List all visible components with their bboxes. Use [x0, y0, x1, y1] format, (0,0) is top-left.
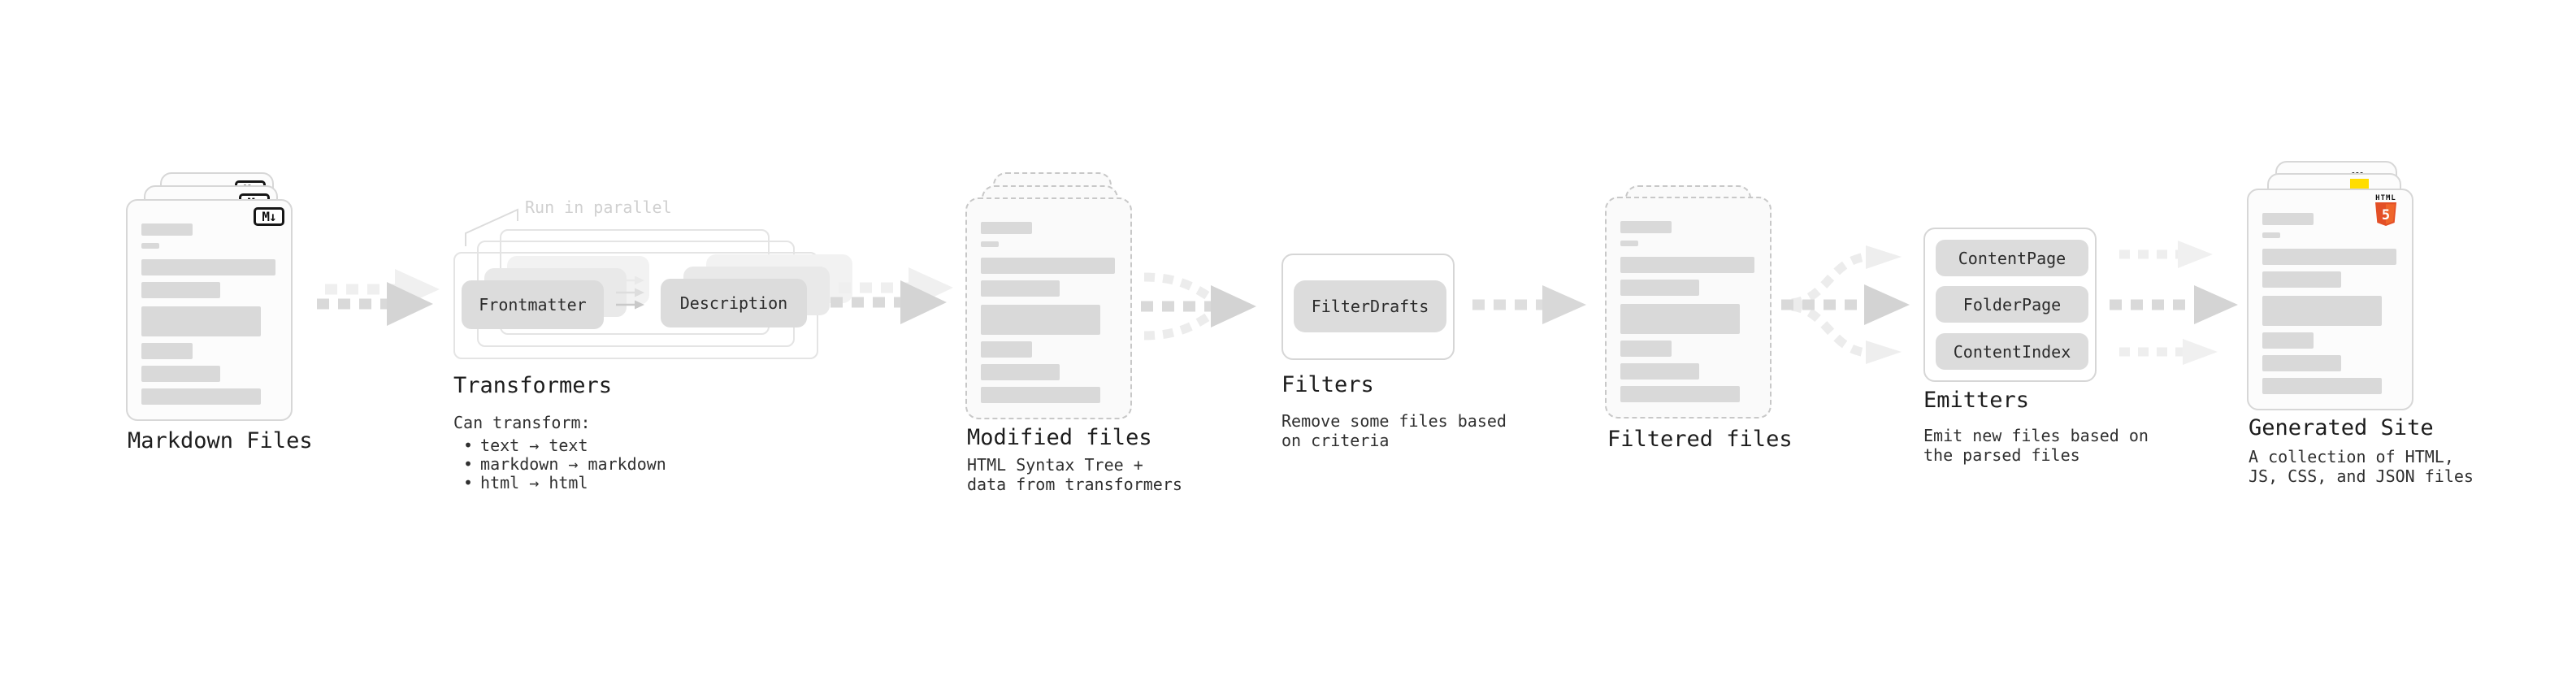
- desc-line: HTML Syntax Tree +: [967, 455, 1143, 475]
- generated-site-desc: A collection of HTML, JS, CSS, and JSON …: [2249, 447, 2474, 486]
- desc-line: Emit new files based on: [1923, 426, 2149, 445]
- html-file-card-front: HTML 5: [2247, 189, 2413, 410]
- bullet-item: •html → html: [463, 473, 588, 492]
- bullet-item: •text → text: [463, 436, 588, 455]
- document-content-bars: [2249, 190, 2412, 409]
- desc-line: Remove some files based: [1281, 411, 1507, 431]
- svg-text:5: 5: [2382, 207, 2390, 223]
- filters-desc: Remove some files based on criteria: [1281, 411, 1507, 450]
- modified-files-title: Modified files: [967, 425, 1152, 450]
- contentindex-node-label: ContentIndex: [1953, 341, 2071, 362]
- transformers-bullet-list: •text → text •markdown → markdown •html …: [463, 436, 666, 492]
- filters-title: Filters: [1281, 372, 1374, 397]
- document-content-bars: [128, 201, 291, 419]
- contentpage-node-label: ContentPage: [1958, 248, 2066, 268]
- document-content-bars: [1607, 198, 1770, 417]
- desc-line: the parsed files: [1923, 445, 2080, 465]
- emitters-desc: Emit new files based on the parsed files: [1923, 426, 2149, 465]
- run-in-parallel-callout: Run in parallel: [525, 197, 672, 217]
- folderpage-node: FolderPage: [1936, 286, 2088, 323]
- transformers-title: Transformers: [453, 373, 613, 398]
- html5-icon: HTML 5: [2370, 194, 2402, 230]
- emitters-container: ContentPage FolderPage ContentIndex: [1923, 228, 2097, 382]
- filtered-files-title: Filtered files: [1607, 427, 1793, 452]
- contentindex-node: ContentIndex: [1936, 333, 2088, 370]
- document-content-bars: [967, 199, 1130, 418]
- description-node: Description: [661, 279, 807, 327]
- description-node-label: Description: [679, 293, 788, 313]
- stage-transformers: Frontmatter Description: [451, 199, 852, 370]
- filterdrafts-node-label: FilterDrafts: [1311, 297, 1429, 316]
- generated-site-title: Generated Site: [2249, 415, 2434, 440]
- flow-arrow-filters-to-filtered: [1472, 285, 1586, 324]
- transformers-desc-heading: Can transform:: [453, 413, 591, 432]
- desc-line: JS, CSS, and JSON files: [2249, 466, 2474, 486]
- flow-arrows-emitters-to-site: [2110, 241, 2238, 365]
- markdown-files-title: Markdown Files: [128, 428, 313, 453]
- desc-line: data from transformers: [967, 475, 1182, 494]
- modified-file-card-front: [965, 197, 1132, 419]
- desc-line: A collection of HTML,: [2249, 447, 2454, 466]
- flow-diverge-filtered-to-emitters: [1781, 245, 1910, 364]
- filtered-file-card-front: [1605, 197, 1772, 419]
- filters-container: FilterDrafts: [1281, 254, 1455, 360]
- stage-filtered-files: [1605, 185, 1792, 429]
- html5-shield: 5: [2375, 202, 2396, 226]
- markdown-icon: M↓: [254, 207, 284, 226]
- js-icon: [2350, 179, 2369, 189]
- markdown-file-card-front: M↓: [126, 199, 293, 421]
- stage-markdown-files: M↓ M↓ M↓: [126, 172, 329, 424]
- flow-arrow-markdown-to-transformers: [317, 269, 440, 326]
- bullet-item: •markdown → markdown: [463, 454, 666, 474]
- folderpage-node-label: FolderPage: [1962, 294, 2062, 314]
- modified-files-desc: HTML Syntax Tree + data from transformer…: [967, 455, 1182, 494]
- stage-modified-files: [965, 172, 1160, 424]
- contentpage-node: ContentPage: [1936, 240, 2088, 276]
- emitters-title: Emitters: [1923, 388, 2030, 413]
- desc-line: on criteria: [1281, 431, 1390, 450]
- frontmatter-node: Frontmatter: [462, 280, 604, 329]
- stage-generated-site: CSS HTML 5: [2247, 161, 2442, 413]
- filterdrafts-node: FilterDrafts: [1294, 280, 1446, 332]
- frontmatter-node-label: Frontmatter: [479, 295, 587, 314]
